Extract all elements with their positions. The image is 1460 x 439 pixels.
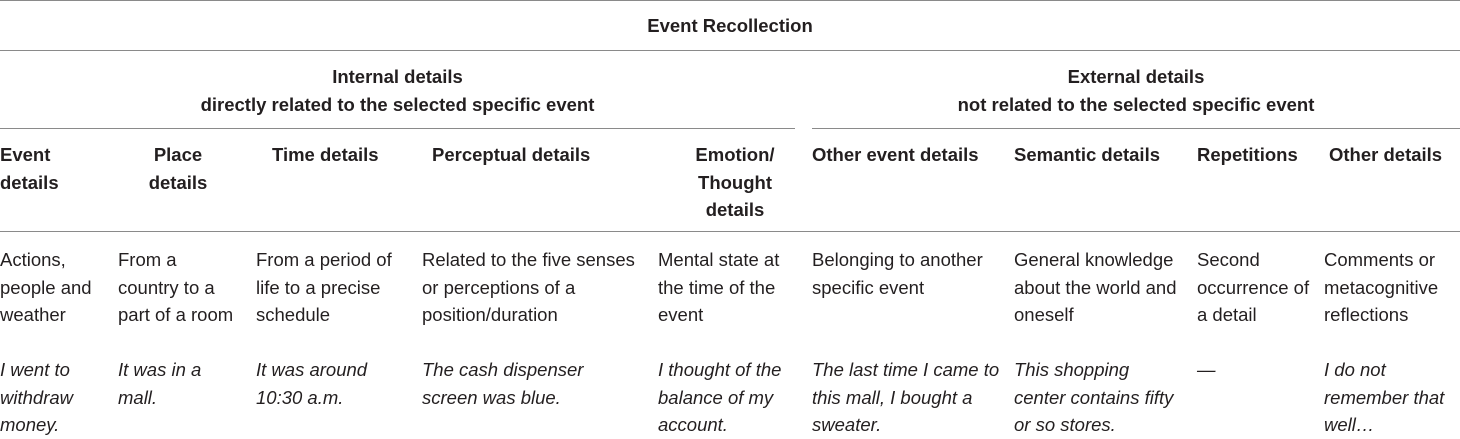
column-header-semantic-details: Semantic details	[1014, 144, 1161, 165]
definition-emotion-thought-details: Mental state at the time of the event	[658, 249, 780, 325]
column-header-perceptual-details: Perceptual details	[432, 144, 591, 165]
example-semantic-details: This shopping center contains fifty or s…	[1014, 359, 1174, 435]
title-rule	[0, 50, 1460, 51]
example-place-details: It was in a mall.	[118, 359, 202, 408]
column-header-emotion-thought-details: Emotion/ Thought details	[695, 144, 775, 220]
internal-group-header: Internal details directly related to the…	[0, 63, 795, 118]
definition-other-event-details: Belonging to another specific event	[812, 249, 983, 298]
external-group-rule	[812, 128, 1460, 129]
example-other-details: I do not remember that well…	[1324, 359, 1445, 435]
definition-perceptual-details: Related to the five senses or perception…	[422, 249, 635, 325]
definition-semantic-details: General knowledge about the world and on…	[1014, 249, 1177, 325]
example-time-details: It was around 10:30 a.m.	[256, 359, 368, 408]
external-group-title: External details	[1067, 66, 1205, 87]
column-header-other-event-details: Other event details	[812, 144, 979, 165]
definition-other-details: Comments or metacognitive reflections	[1324, 249, 1439, 325]
internal-group-subtitle: directly related to the selected specifi…	[200, 93, 595, 115]
table-title: Event Recollection	[647, 15, 813, 36]
header-rule	[0, 231, 1460, 232]
table-top-rule	[0, 0, 1460, 1]
example-emotion-thought-details: I thought of the balance of my account.	[658, 359, 782, 435]
column-header-event-details: Event details	[0, 144, 59, 193]
example-repetitions: —	[1197, 359, 1216, 380]
external-group-header: External details not related to the sele…	[812, 63, 1460, 118]
column-header-other-details: Other details	[1329, 144, 1443, 165]
definition-time-details: From a period of life to a precise sched…	[256, 249, 392, 325]
definition-event-details: Actions, people and weather	[0, 249, 92, 325]
column-header-time-details: Time details	[272, 144, 379, 165]
column-header-repetitions: Repetitions	[1197, 144, 1298, 165]
definition-repetitions: Second occurrence of a detail	[1197, 249, 1310, 325]
example-perceptual-details: The cash dispenser screen was blue.	[422, 359, 584, 408]
external-group-subtitle: not related to the selected specific eve…	[957, 93, 1315, 115]
example-event-details: I went to withdraw money.	[0, 359, 73, 435]
example-other-event-details: The last time I came to this mall, I bou…	[812, 359, 1000, 435]
internal-group-rule	[0, 128, 795, 129]
definition-place-details: From a country to a part of a room	[118, 249, 234, 325]
column-header-place-details: Place details	[148, 144, 208, 193]
internal-group-title: Internal details	[332, 66, 463, 87]
